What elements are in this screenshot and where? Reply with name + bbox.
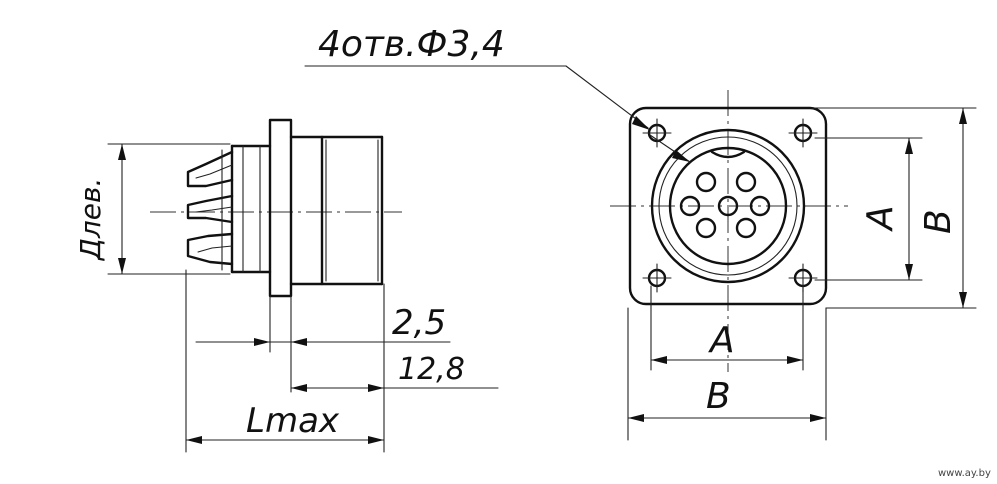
front-key [710, 150, 746, 159]
side-contact-tails [186, 149, 234, 271]
dim-12-8: 12,8 [290, 352, 499, 392]
front-outer-ring [650, 128, 806, 284]
l-max-label: Lmax [246, 401, 340, 441]
contact-pin [717, 195, 739, 217]
front-a-horizontal-label: A [708, 320, 735, 361]
dim-d-lev: Длев. [74, 143, 231, 275]
front-thread-ring [658, 136, 798, 276]
front-flange [628, 106, 828, 306]
front-a-vertical-label: A [860, 205, 901, 232]
contact-pin [695, 217, 717, 239]
contact-pin [749, 195, 771, 217]
contact-pin [735, 217, 757, 239]
d-lev-label: Длев. [74, 178, 107, 262]
holes-note-leader: 4отв.Ф3,4 [304, 24, 691, 163]
watermark: www.ay.by [938, 468, 991, 479]
dim-2-5-label: 2,5 [392, 303, 446, 343]
front-b-horizontal-label: B [706, 376, 731, 417]
dim-front-b-v: B [811, 107, 977, 309]
front-insert [668, 146, 788, 266]
side-flange [268, 118, 293, 298]
front-view: 4отв.Ф3,4 A B A [304, 24, 977, 441]
dim-front-b-h: B [627, 307, 827, 441]
dim-front-a-h: A [650, 285, 804, 371]
dim-l-max: Lmax [185, 401, 385, 444]
front-b-vertical-label: B [918, 209, 959, 234]
contact-pin [679, 195, 701, 217]
contact-pin [695, 171, 717, 193]
side-nut [230, 144, 272, 274]
contact-pins [679, 171, 771, 239]
dim-12-8-label: 12,8 [398, 352, 465, 387]
dim-2-5: 2,5 [195, 303, 451, 346]
side-shell [289, 135, 384, 286]
dim-front-a-v: A [814, 137, 923, 281]
side-view: Длев. 2,5 12,8 Lmax [74, 118, 499, 453]
contact-pin [735, 171, 757, 193]
holes-note-label: 4отв.Ф3,4 [318, 24, 505, 65]
